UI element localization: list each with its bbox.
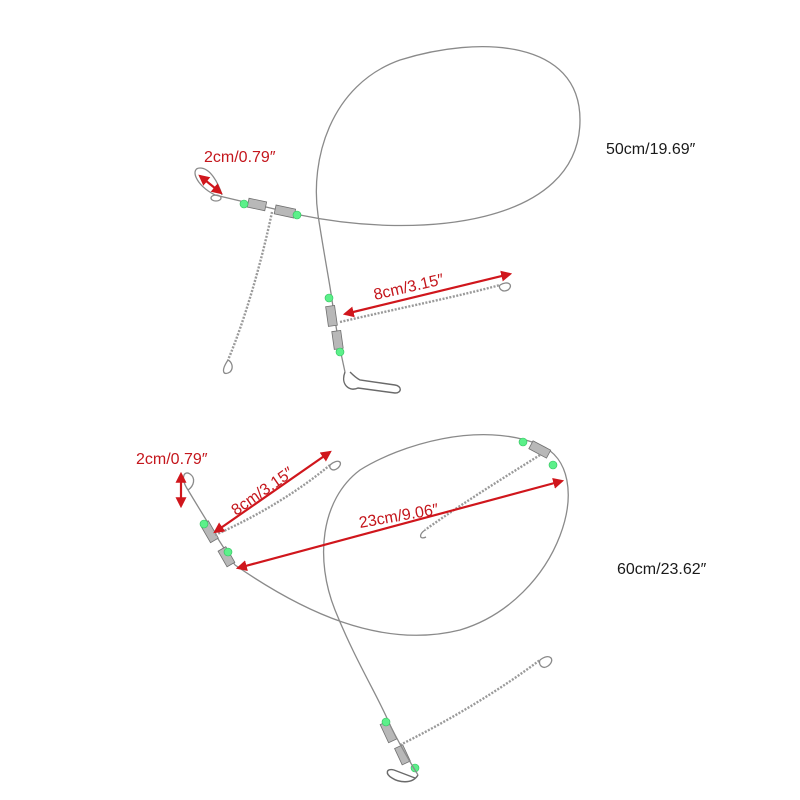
top-bead-4 bbox=[335, 347, 345, 357]
top-bead-1 bbox=[239, 199, 249, 209]
bottom-lower-dropper bbox=[399, 659, 541, 747]
top-sleeve-3 bbox=[325, 304, 338, 327]
bottom-lower-dropper-loop bbox=[538, 656, 553, 668]
top-left-dropper-loop bbox=[222, 359, 233, 375]
bottom-bead-1 bbox=[199, 519, 209, 529]
bottom-left-dropper-loop bbox=[329, 460, 342, 471]
bottom-rig: 2cm/0.79″ 8cm/3.15″ 23cm/9.06″ 60cm/23.6… bbox=[136, 434, 707, 783]
top-end-ring bbox=[210, 194, 222, 202]
top-loop-dimension-arrow bbox=[198, 174, 223, 195]
bottom-loop-length-label: 2cm/0.79″ bbox=[136, 451, 208, 468]
bottom-lower-wire bbox=[389, 724, 419, 776]
bottom-main-wire bbox=[234, 434, 569, 726]
bottom-sleeve-3 bbox=[528, 440, 552, 459]
top-bead-3 bbox=[324, 293, 334, 303]
top-snap-swivel bbox=[343, 371, 401, 394]
bottom-bead-2 bbox=[223, 547, 233, 557]
bottom-middle-dropper-loop bbox=[419, 529, 427, 539]
top-sleeve-4 bbox=[331, 329, 344, 350]
bottom-end-loop bbox=[182, 472, 195, 491]
top-loop-length-label: 2cm/0.79″ bbox=[204, 149, 276, 166]
bottom-bead-3 bbox=[518, 437, 528, 447]
top-bead-2 bbox=[292, 210, 302, 220]
bottom-bead-4 bbox=[548, 460, 558, 470]
top-sleeve-2 bbox=[273, 204, 297, 219]
bottom-bead-5 bbox=[381, 717, 391, 727]
top-right-dropper-loop bbox=[498, 282, 512, 292]
bottom-span-dimension-arrow bbox=[235, 477, 565, 572]
bottom-snap-swivel bbox=[386, 768, 419, 783]
top-main-wire bbox=[299, 46, 581, 301]
bottom-total-length-label: 60cm/23.62″ bbox=[617, 561, 707, 578]
top-rig: 2cm/0.79″ 8cm/3.15″ 50cm/19.69″ bbox=[194, 46, 696, 394]
bottom-sleeve-5 bbox=[394, 744, 411, 766]
top-left-dropper bbox=[226, 211, 274, 361]
top-branch-dimension-arrow bbox=[342, 270, 513, 318]
top-sleeve-1 bbox=[246, 197, 268, 212]
top-total-length-label: 50cm/19.69″ bbox=[606, 141, 696, 158]
